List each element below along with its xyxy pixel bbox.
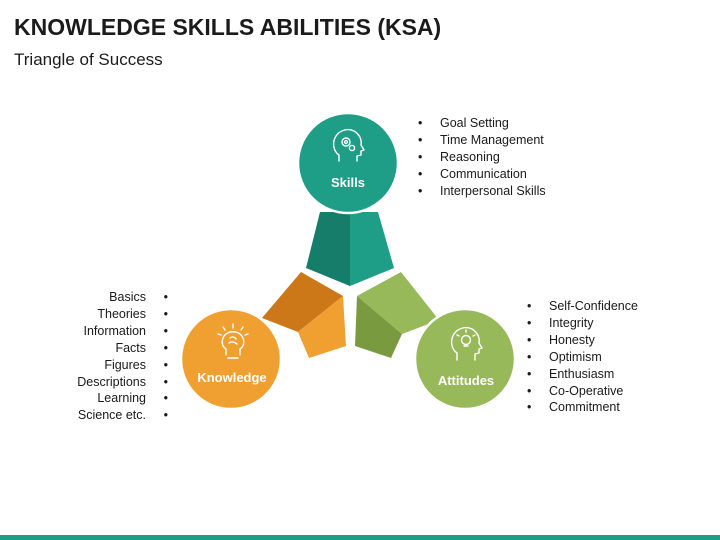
knowledge-list: Basics Theories Information Facts Figure… <box>77 289 168 424</box>
head-gears-icon <box>332 128 365 162</box>
list-item: Information <box>77 323 168 340</box>
list-item: Facts <box>77 340 168 357</box>
attitudes-label: Attitudes <box>438 373 494 388</box>
attitudes-wedge-bottom <box>355 296 402 358</box>
list-item: Enthusiasm <box>527 366 638 383</box>
list-item: Interpersonal Skills <box>418 183 546 200</box>
list-item: Basics <box>77 289 168 306</box>
list-item: Commitment <box>527 399 638 416</box>
knowledge-label: Knowledge <box>197 370 266 385</box>
bottom-accent-bar <box>0 535 720 540</box>
skills-list: Goal Setting Time Management Reasoning C… <box>418 115 546 200</box>
skills-circle <box>296 111 400 215</box>
knowledge-wedge-top <box>262 272 343 332</box>
list-item: Learning <box>77 390 168 407</box>
list-item: Self-Confidence <box>527 298 638 315</box>
skills-wedge-right <box>350 212 394 286</box>
list-item: Descriptions <box>77 374 168 391</box>
skills-label: Skills <box>331 175 365 190</box>
list-item: Time Management <box>418 132 546 149</box>
head-brain-bulb-icon <box>217 323 249 359</box>
head-lightbulb-icon <box>450 326 483 361</box>
list-item: Figures <box>77 357 168 374</box>
page-subtitle: Triangle of Success <box>14 50 163 69</box>
list-item: Communication <box>418 166 546 183</box>
page-title: KNOWLEDGE SKILLS ABILITIES (KSA) <box>14 14 442 40</box>
list-item: Co-Operative <box>527 383 638 400</box>
attitudes-wedge-top <box>357 272 439 334</box>
knowledge-wedge-bottom <box>298 296 346 358</box>
skills-wedge-left <box>306 212 350 286</box>
list-item: Goal Setting <box>418 115 546 132</box>
attitudes-circle <box>413 307 517 411</box>
list-item: Integrity <box>527 315 638 332</box>
list-item: Science etc. <box>77 407 168 424</box>
list-item: Optimism <box>527 349 638 366</box>
list-item: Reasoning <box>418 149 546 166</box>
list-item: Honesty <box>527 332 638 349</box>
attitudes-list: Self-Confidence Integrity Honesty Optimi… <box>527 298 638 416</box>
knowledge-circle <box>179 307 283 411</box>
list-item: Theories <box>77 306 168 323</box>
